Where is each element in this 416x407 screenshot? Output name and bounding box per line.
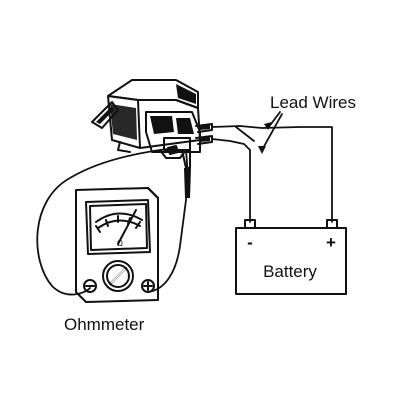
battery-post-negative <box>244 219 256 229</box>
probe-lead-negative <box>36 147 177 296</box>
meter-terminal-positive <box>141 279 155 293</box>
battery-negative-sign: - <box>247 233 253 252</box>
ohmmeter: Ω <box>75 187 159 303</box>
relay-unit <box>91 79 213 159</box>
lead-wires-label: Lead Wires <box>270 93 356 112</box>
battery-label: Battery <box>263 262 317 281</box>
ohmmeter-label: Ohmmeter <box>64 315 145 334</box>
meter-dial-mark: Ω <box>117 239 123 248</box>
lead-wires <box>211 111 333 223</box>
battery-case <box>235 227 347 295</box>
battery: - + Battery <box>235 219 347 295</box>
meter-needle <box>117 209 137 245</box>
battery-positive-sign: + <box>326 233 336 252</box>
battery-post-positive <box>326 219 338 229</box>
meter-dial-window <box>85 199 151 255</box>
lead-wire-positive <box>211 125 333 223</box>
meter-scale <box>95 212 143 223</box>
zero-adjust-knob <box>102 260 134 292</box>
lead-wire-negative <box>211 138 251 223</box>
probe-leads <box>36 145 191 296</box>
probe-lead-positive <box>147 149 189 293</box>
meter-terminal-negative <box>83 279 97 293</box>
